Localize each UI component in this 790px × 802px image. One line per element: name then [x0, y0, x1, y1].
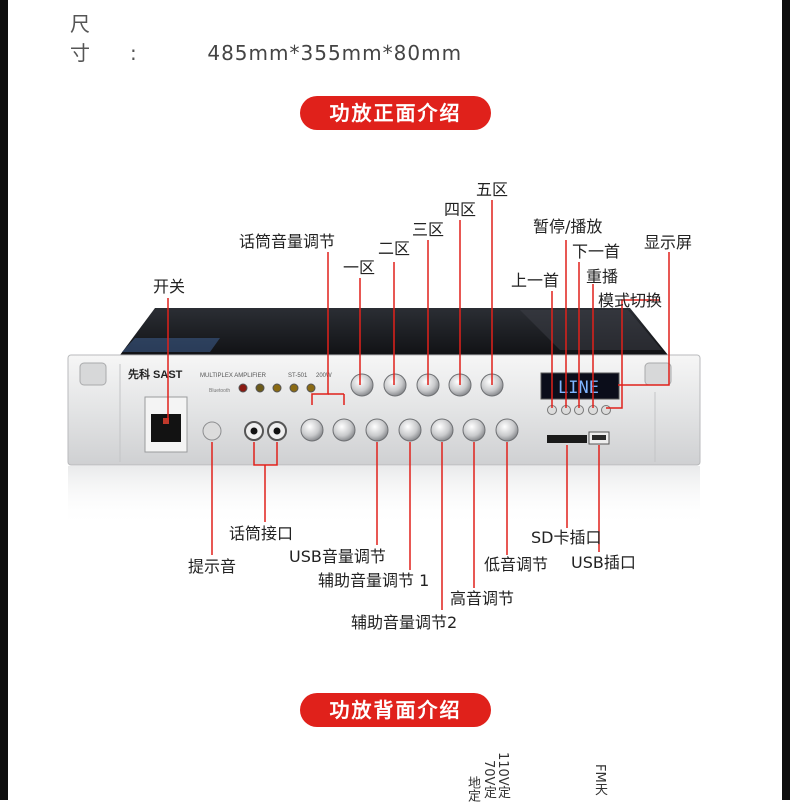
front-section-title: 功放正面介绍 [300, 96, 491, 130]
svg-text:ST-501: ST-501 [288, 373, 308, 379]
label-zone3: 三区 [412, 220, 445, 239]
svg-text:LINE: LINE [558, 378, 599, 398]
dimensions-value: 485mm*355mm*80mm [207, 41, 463, 65]
back-label-110v: 110V定 [495, 752, 510, 799]
label-power-switch: 开关 [153, 277, 186, 296]
amplifier-front-image: 先科 SAST MULTIPLEX AMPLIFIER ST-501 200W … [67, 308, 701, 526]
label-zone2: 二区 [378, 239, 411, 258]
dimensions-spec: 尺 寸: 485mm*355mm*80mm [70, 8, 462, 66]
back-label-ground: 地定 [465, 776, 480, 802]
label-usb-volume: USB音量调节 [289, 547, 386, 566]
label-aux-volume-2: 辅助音量调节2 [351, 613, 458, 632]
label-treble: 高音调节 [450, 589, 515, 608]
label-sd-slot: SD卡插口 [531, 528, 602, 547]
left-border [0, 0, 8, 800]
svg-text:MULTIPLEX AMPLIFIER: MULTIPLEX AMPLIFIER [200, 373, 267, 379]
label-pause-play: 暂停/播放 [533, 217, 603, 236]
right-border [782, 0, 790, 800]
svg-text:Bluetooth: Bluetooth [209, 388, 230, 394]
panel-reflection [68, 466, 700, 526]
label-usb-slot: USB插口 [571, 553, 636, 572]
label-prev: 上一首 [511, 271, 560, 290]
label-next: 下一首 [572, 242, 621, 261]
back-section-title: 功放背面介绍 [300, 693, 491, 727]
label-zone5: 五区 [476, 180, 509, 199]
sd-card-slot [547, 435, 587, 443]
svg-text:200W: 200W [316, 373, 332, 379]
label-zone4: 四区 [444, 200, 477, 219]
label-bass: 低音调节 [484, 555, 549, 574]
label-mic-jack: 话筒接口 [229, 524, 294, 543]
label-mic-volume: 话筒音量调节 [239, 232, 336, 251]
brand-logo: 先科 SAST [128, 367, 183, 381]
label-prompt-tone: 提示音 [188, 557, 237, 576]
dimensions-label: 尺 寸: [70, 12, 177, 65]
label-mode: 模式切换 [598, 291, 663, 310]
label-screen: 显示屏 [644, 233, 693, 252]
label-repeat: 重播 [586, 267, 619, 286]
prompt-tone-button [202, 421, 222, 441]
label-aux-volume-1: 辅助音量调节 1 [318, 571, 430, 590]
back-label-fm: FM天 [592, 764, 607, 796]
adjust-knobs [300, 418, 519, 442]
label-zone1: 一区 [343, 258, 376, 277]
back-label-70v: 70V定 [481, 760, 496, 799]
